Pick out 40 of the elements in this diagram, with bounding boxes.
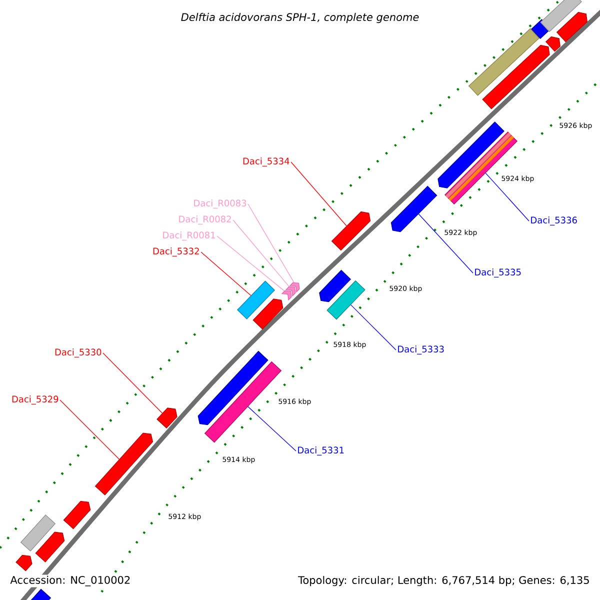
gene-bar (390, 186, 438, 232)
leader-line (60, 400, 120, 460)
gene-bar (252, 298, 284, 330)
gene-bar (156, 408, 178, 429)
gene-bar (331, 211, 371, 251)
gene-bar (319, 270, 352, 302)
gene-label: Daci_5329 (12, 396, 58, 404)
leader-line (102, 352, 163, 414)
gene-bar (326, 280, 366, 320)
gene-label: Daci_5332 (153, 248, 199, 256)
leader-line (248, 204, 294, 283)
gene-label: Daci_5333 (398, 346, 444, 354)
gene-label: Daci_R0082 (179, 216, 231, 224)
leader-line (216, 236, 285, 292)
gene-bar (237, 280, 275, 320)
gene-bar (35, 532, 65, 562)
gene-bar (198, 350, 268, 426)
gene-label: Daci_R0081 (163, 232, 215, 240)
gene-label: Daci_5330 (55, 348, 102, 358)
gene-label: Daci_R0083 (194, 200, 246, 208)
leader-line (232, 220, 290, 287)
footer-text: Accession: NC_010002 (9, 574, 132, 588)
gene-bar (63, 500, 91, 530)
title: Delftia acidovorans SPH-1, complete genome (181, 12, 419, 24)
gene-label: Daci_5335 (475, 268, 521, 278)
leader-line (248, 406, 296, 452)
leader-line (290, 162, 347, 226)
gene-label: Daci_5334 (243, 158, 290, 166)
footer-text: Topology: circular; Length: 6,767,514 bp; Genes: 6,135 (297, 574, 591, 588)
leader-line (418, 214, 474, 274)
gene-bar (29, 588, 52, 600)
leader-line (485, 172, 530, 222)
gene-label: Daci_5336 (531, 216, 577, 226)
leader-line (200, 252, 252, 296)
gene-bar (482, 44, 550, 110)
leader-line (350, 304, 396, 350)
gene-bar (540, 0, 582, 32)
gene-label: Daci_5331 (298, 446, 344, 456)
gene-bar (16, 554, 32, 572)
gene-bar (94, 432, 154, 496)
